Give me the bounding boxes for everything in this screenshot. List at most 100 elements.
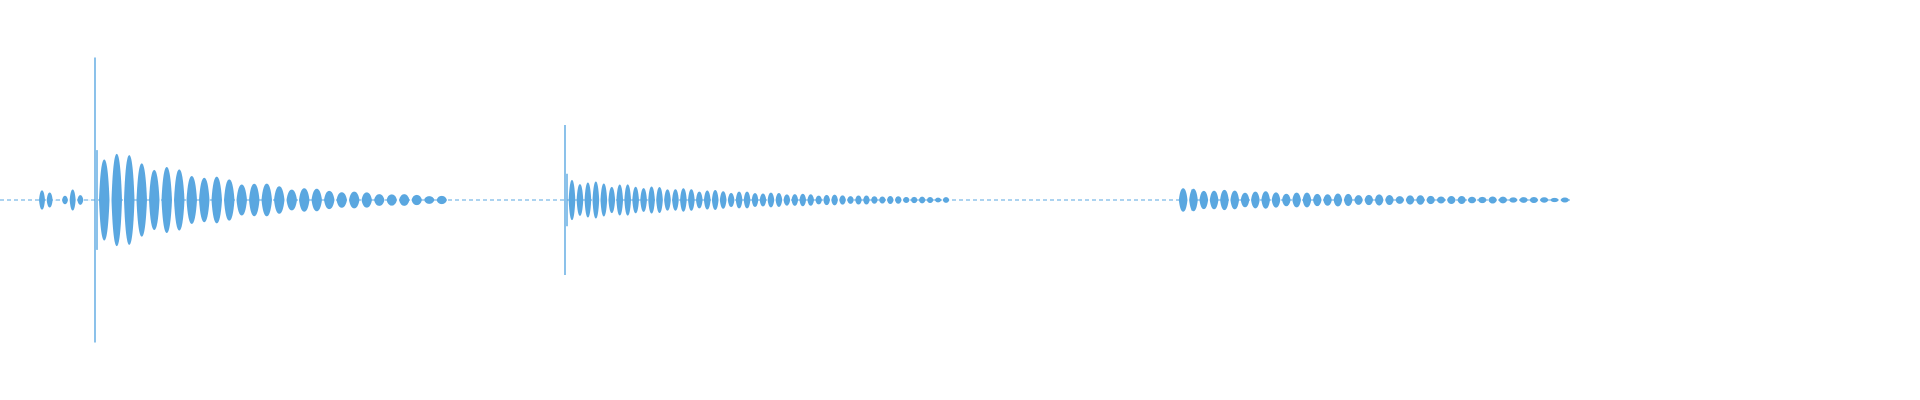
waveform-burst [1405, 195, 1415, 205]
waveform-burst [775, 193, 783, 207]
waveform-burst [879, 196, 886, 204]
waveform-burst [1457, 196, 1467, 204]
waveform-burst [274, 186, 285, 214]
waveform-burst [656, 186, 663, 214]
waveform-burst [149, 169, 160, 231]
waveform-burst [1488, 196, 1497, 204]
waveform-burst [286, 189, 297, 211]
waveform-burst [1426, 195, 1436, 205]
waveform-burst [1240, 192, 1250, 208]
waveform-burst [374, 194, 385, 206]
waveform-burst [759, 193, 767, 207]
waveform-burst [111, 153, 122, 247]
waveform-burst [186, 176, 197, 224]
waveform-burst [735, 191, 743, 209]
waveform-burst [1251, 191, 1260, 209]
waveform-burst [249, 183, 260, 217]
waveform-burst [211, 176, 222, 224]
waveform-burst [568, 179, 576, 221]
waveform-burst [743, 191, 751, 209]
waveform-burst [1560, 197, 1570, 203]
waveform-burst [783, 194, 791, 206]
waveform-burst [664, 189, 671, 211]
waveform-burst [1447, 195, 1456, 205]
waveform-burst [1508, 197, 1518, 203]
waveform-burst [1178, 188, 1188, 212]
waveform-burst [1261, 191, 1271, 209]
waveform-burst [608, 186, 616, 214]
waveform-burst [161, 166, 172, 234]
waveform-pre-ripple [39, 190, 45, 210]
waveform-burst [823, 194, 830, 206]
waveform-burst [424, 196, 435, 204]
waveform-burst [815, 195, 823, 205]
waveform-burst [261, 183, 272, 217]
waveform-burst [336, 192, 347, 208]
waveform-burst [902, 197, 910, 203]
waveform-burst [1395, 196, 1405, 204]
waveform-burst [361, 192, 372, 208]
waveform-burst [324, 190, 335, 210]
waveform-burst [386, 194, 397, 206]
waveform-burst [1354, 195, 1363, 205]
waveform-burst [695, 191, 703, 209]
waveform-burst [886, 196, 894, 204]
waveform-burst [688, 189, 695, 211]
waveform-burst [616, 184, 624, 216]
waveform-burst [124, 155, 135, 245]
waveform-burst [1292, 192, 1301, 208]
waveform-burst [942, 197, 950, 203]
waveform-burst [1436, 196, 1446, 204]
waveform-burst [910, 196, 918, 204]
waveform-burst [855, 195, 862, 205]
waveform-burst [224, 179, 235, 221]
waveform-burst [1209, 190, 1219, 210]
waveform-burst [411, 194, 422, 206]
waveform-burst [584, 182, 592, 218]
waveform-burst [632, 186, 639, 214]
waveform-burst [918, 196, 926, 204]
waveform-pre-ripple [54, 199, 61, 201]
waveform-burst [672, 189, 679, 211]
waveform-burst [703, 190, 711, 210]
waveform-burst [1281, 193, 1291, 207]
waveform-burst [1498, 196, 1508, 204]
waveform-burst [1199, 190, 1209, 210]
waveform-burst [236, 184, 247, 216]
waveform-burst [1477, 196, 1487, 204]
waveform-burst [1539, 197, 1549, 203]
waveform-burst [1220, 189, 1229, 211]
waveform-burst [719, 191, 727, 209]
waveform-burst [1302, 192, 1312, 208]
waveform-burst [648, 186, 655, 214]
waveform-burst [791, 194, 799, 206]
waveform-burst [799, 193, 807, 207]
waveform-burst [1385, 194, 1394, 206]
waveform-burst [807, 194, 815, 206]
waveform-burst [1550, 197, 1559, 203]
waveform-burst [1271, 192, 1281, 208]
waveform-burst [174, 169, 185, 231]
waveform-burst [1230, 190, 1240, 210]
waveform-pre-ripple [69, 189, 76, 211]
waveform-burst [894, 196, 902, 204]
waveform-layer [39, 57, 1570, 343]
waveform-burst [934, 197, 942, 203]
waveform-burst [1323, 194, 1332, 206]
waveform-burst [1312, 193, 1322, 207]
waveform-burst [99, 159, 110, 241]
waveform-burst [624, 184, 632, 216]
waveform-burst [640, 188, 647, 212]
waveform-burst [839, 195, 846, 205]
waveform-burst [1364, 194, 1374, 206]
waveform-burst [1333, 193, 1343, 207]
waveform-burst [349, 191, 360, 209]
waveform-burst [576, 184, 584, 216]
waveform-burst [1467, 196, 1477, 204]
waveform-burst [871, 196, 878, 204]
waveform-burst [399, 194, 410, 206]
waveform-pre-ripple [62, 195, 68, 205]
waveform-burst [831, 194, 838, 206]
waveform-burst [1416, 195, 1425, 205]
